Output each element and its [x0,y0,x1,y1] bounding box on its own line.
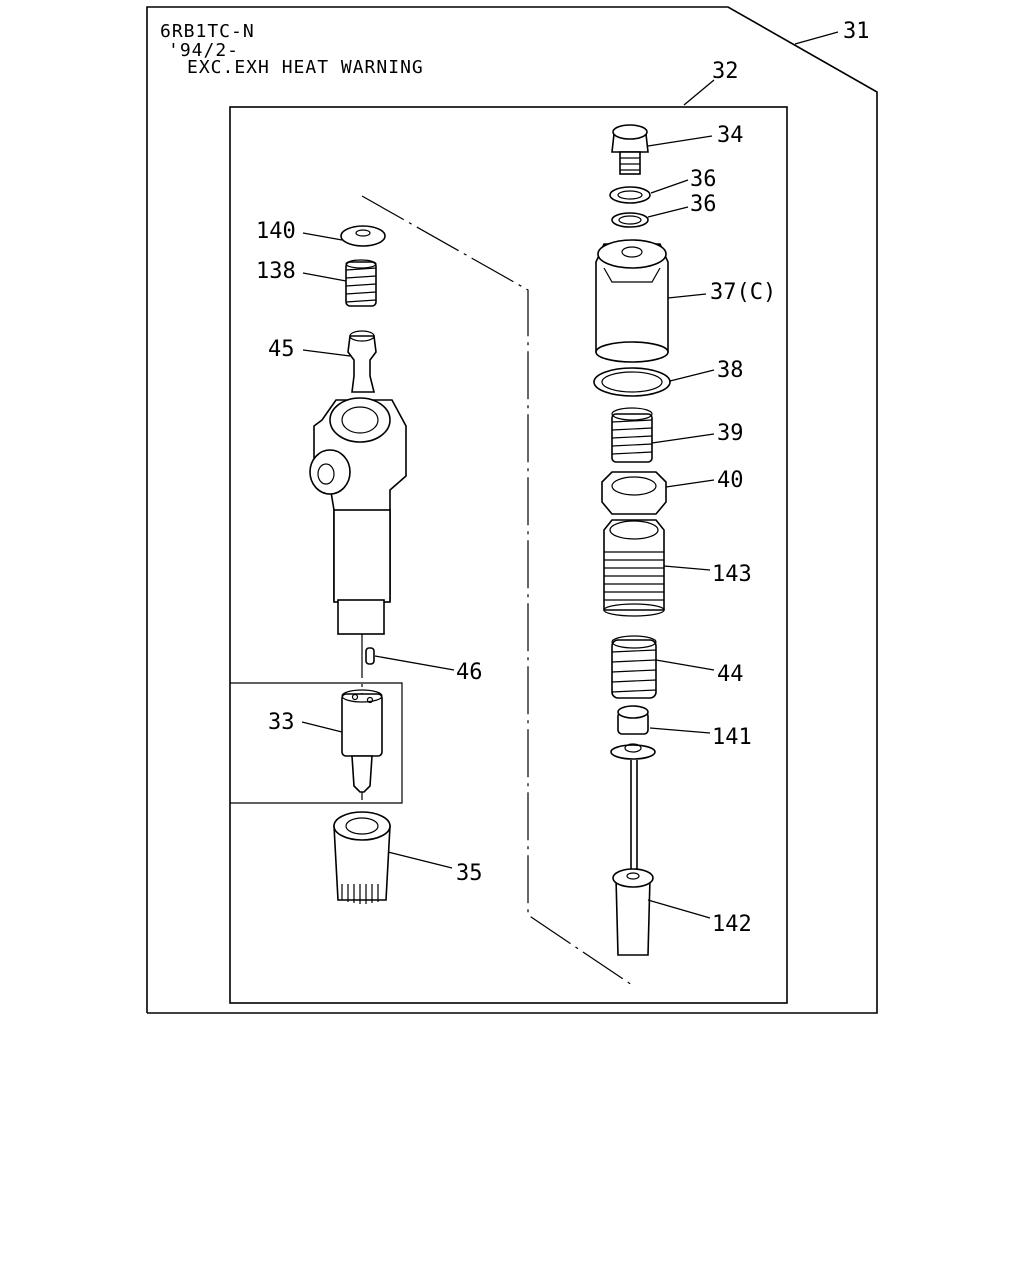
callout-33: 33 [268,710,295,735]
callout-138: 138 [256,259,296,284]
part-140-washer [340,225,386,247]
callout-39: 39 [717,421,744,446]
part-45-pin [347,330,377,393]
assembly-centerline-upper [361,195,633,986]
part-40-lock-nut [601,471,667,515]
part-nozzle-holder [309,397,407,635]
part-34-bolt [611,124,649,175]
header-model: 6RB1TC-N [160,21,255,42]
callout-36-lower: 36 [690,192,717,217]
callout-34: 34 [717,123,744,148]
part-46-dowel [365,647,375,665]
assembly-step-line [230,682,403,804]
part-141-spring-seat [610,705,656,760]
part-142-push-rod [612,760,654,956]
callout-36-upper: 36 [690,167,717,192]
part-36-washer-upper [609,186,651,204]
callout-32: 32 [712,59,739,84]
callout-31: 31 [843,19,870,44]
part-38-gasket [593,367,671,397]
part-35-retaining-nut [333,811,391,904]
callout-46: 46 [456,660,483,685]
callout-44: 44 [717,662,744,687]
callout-40: 40 [717,468,744,493]
outer-frame [146,6,878,1014]
callout-38: 38 [717,358,744,383]
callout-143: 143 [712,562,752,587]
part-33-nozzle [341,689,383,793]
part-37-cap-nut [595,239,669,363]
callout-37c: 37(C) [710,280,776,305]
header-condition: EXC.EXH HEAT WARNING [187,57,424,78]
part-138-spring [345,259,377,307]
callout-35: 35 [456,861,483,886]
callout-140: 140 [256,219,296,244]
leader-lines [301,31,839,919]
callout-141: 141 [712,725,752,750]
part-44-spring [611,635,657,699]
callout-142: 142 [712,912,752,937]
part-143-spring-holder [603,519,665,617]
part-36-washer-lower [611,212,649,228]
part-39-adjusting-screw [611,407,653,463]
header-date: '94/2- [168,40,239,61]
inner-frame [229,106,788,1004]
callout-45: 45 [268,337,295,362]
